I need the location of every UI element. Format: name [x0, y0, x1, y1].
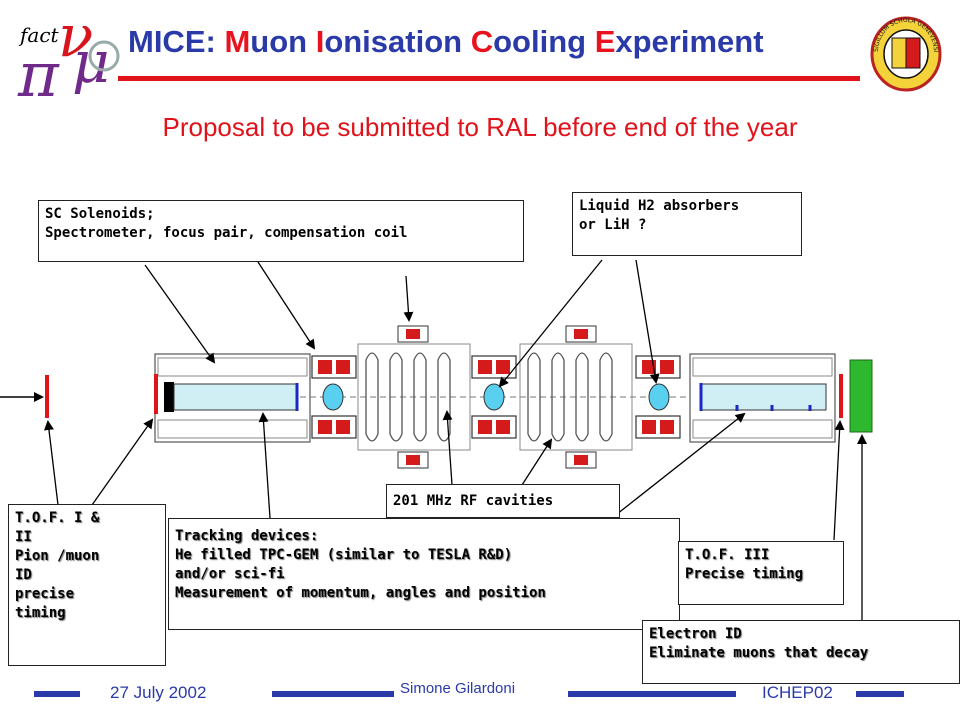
arrow-absorber-a — [498, 259, 603, 388]
arrow-solenoid-c — [403, 275, 414, 322]
arrow-absorber-b — [635, 259, 660, 384]
footer-bar-left — [34, 691, 80, 697]
footer-author: Simone Gilardoni — [400, 680, 516, 697]
arrow-tof3 — [833, 420, 845, 541]
arrow-rf-a — [442, 410, 453, 486]
page-title: MICE: Muon Ionisation Cooling Experiment — [128, 24, 764, 59]
upstream-tracker — [173, 383, 299, 411]
arrow-solenoid-b — [257, 261, 316, 350]
cooling-channel — [300, 325, 700, 469]
logo-nu-glyph: ν — [58, 4, 93, 70]
absorber-3 — [648, 383, 670, 411]
footer-bar-mid-right — [568, 691, 736, 697]
fact-logo: ν μ π fact — [14, 2, 126, 111]
label-absorbers: Liquid H2 absorbers or LiH ? — [572, 192, 802, 256]
footer-date: 27 July 2002 — [110, 683, 207, 702]
label-tof-1-2: T.O.F. I & II Pion /muon ID precise timi… — [8, 504, 166, 666]
footer-bar-right — [856, 691, 904, 697]
arrow-tracking-b — [611, 412, 746, 519]
absorber-1 — [322, 383, 344, 411]
downstream-spectrometer — [689, 353, 843, 443]
absorber-2 — [483, 383, 505, 411]
title-underline — [118, 76, 860, 81]
subtitle: Proposal to be submitted to RAL before e… — [162, 112, 798, 142]
arrow-solenoid-a — [144, 264, 216, 364]
geneva-seal-logo: SIGILLUM SCHOLA GENEVENSIS — [866, 7, 944, 92]
arrow-tof1-a — [43, 420, 59, 506]
arrow-tracking-a — [258, 412, 271, 519]
arrow-rf-b — [521, 438, 553, 486]
footer-conference: ICHEP02 — [762, 683, 833, 702]
label-electron-id: Electron ID Eliminate muons that decay — [642, 620, 960, 684]
upstream-spectrometer — [154, 353, 311, 443]
rf-module-2 — [519, 343, 633, 451]
arrow-tof1-b — [91, 418, 154, 506]
label-tracking-devices: Tracking devices: He filled TPC-GEM (sim… — [168, 518, 680, 630]
label-tof-3: T.O.F. III Precise timing — [678, 541, 844, 605]
electron-id-detector — [849, 359, 873, 433]
logo-fact-text: fact — [18, 23, 60, 47]
logo-pi-glyph: π — [17, 38, 60, 100]
footer-bar-mid-left — [272, 691, 394, 697]
logo-ring — [88, 40, 120, 72]
rf-module-1 — [357, 343, 471, 451]
downstream-tracker — [699, 383, 827, 411]
label-sc-solenoids: SC Solenoids; Spectrometer, focus pair, … — [38, 200, 524, 262]
label-rf-cavities: 201 MHz RF cavities — [386, 484, 620, 518]
